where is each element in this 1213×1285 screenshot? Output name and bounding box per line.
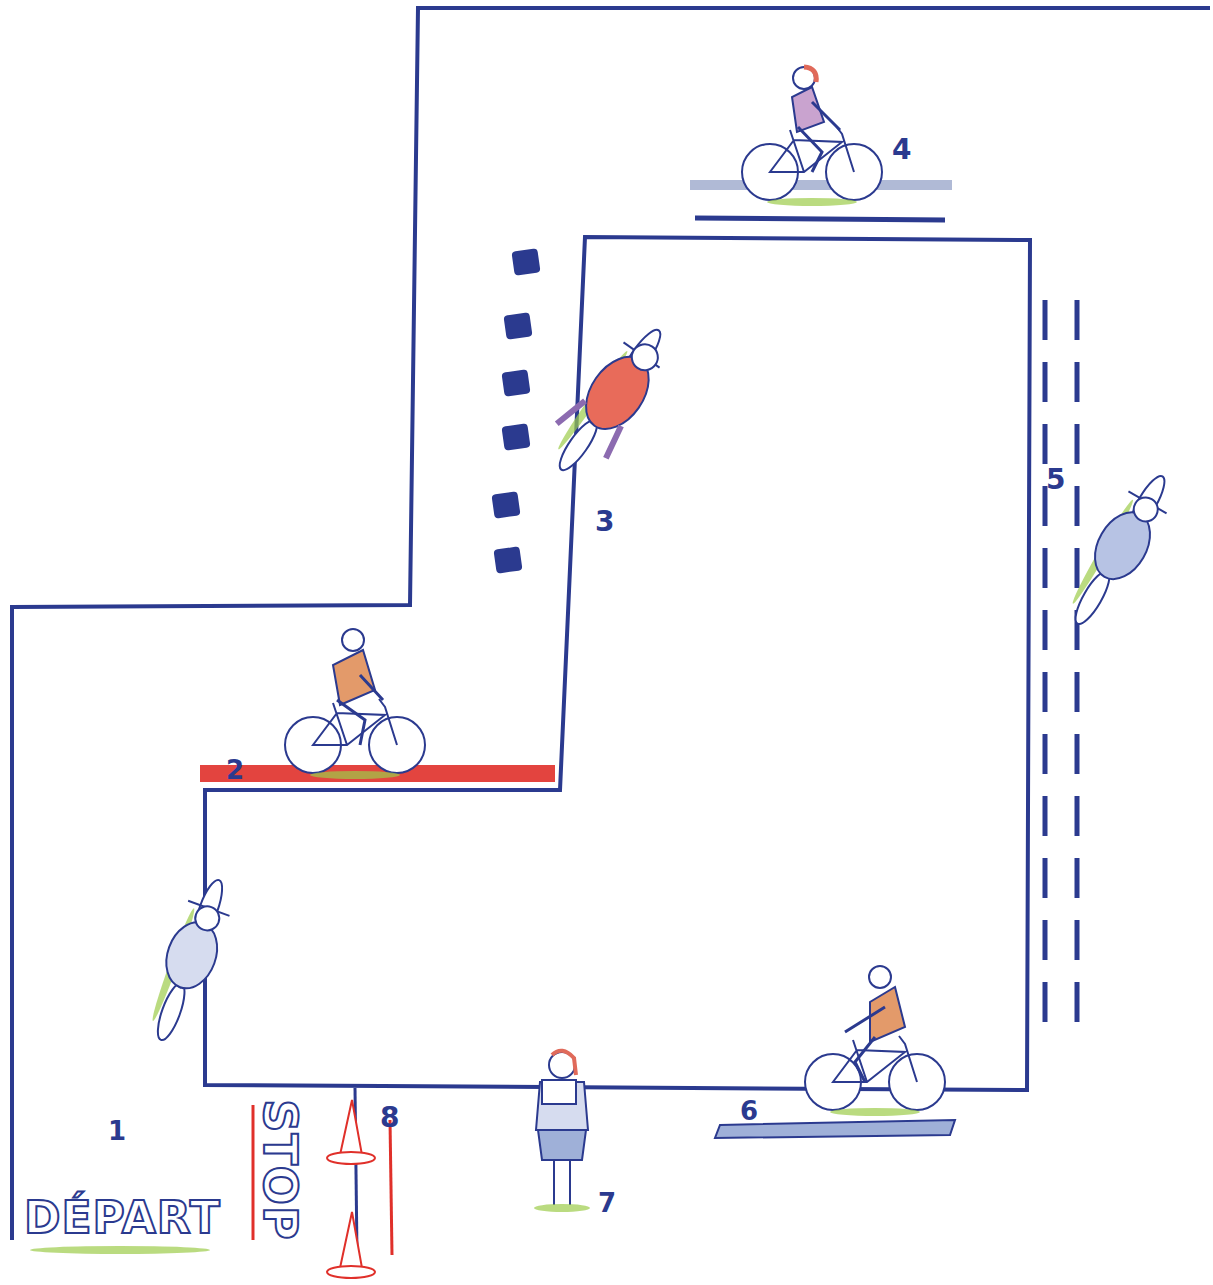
callout-number: 8 [380, 1104, 399, 1132]
start-text: DÉPART [24, 1196, 221, 1240]
callout-number: 2 [226, 757, 244, 783]
callout-number: 7 [598, 1190, 616, 1216]
callout-number: 6 [740, 1098, 758, 1124]
callout-number: 1 [108, 1118, 126, 1144]
callout-number: 3 [595, 508, 614, 536]
callout-number: 5 [1046, 466, 1065, 494]
callout-number: 4 [892, 136, 911, 164]
stop-text: STOP [257, 1099, 303, 1240]
